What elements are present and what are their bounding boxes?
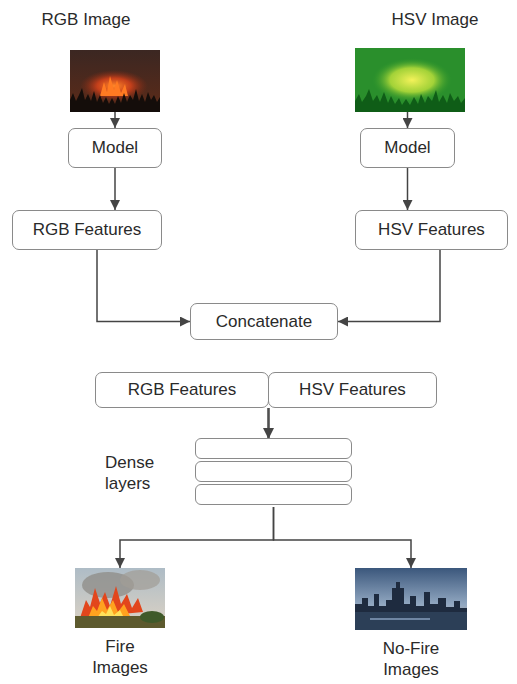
reflection bbox=[370, 618, 430, 620]
hsv-image-ground bbox=[355, 48, 465, 112]
image-caption: Fire Images bbox=[80, 636, 160, 679]
feature-box: HSV Features bbox=[268, 372, 437, 408]
flow-arrow bbox=[97, 250, 190, 322]
flow-arrow bbox=[120, 507, 274, 568]
flow-arrow bbox=[338, 250, 440, 322]
city-skyline bbox=[355, 582, 467, 612]
image-caption: RGB Image bbox=[21, 9, 151, 30]
rgb-image bbox=[70, 50, 160, 112]
city-sky bbox=[355, 568, 467, 630]
dense-layer-box bbox=[195, 484, 352, 505]
no-fire-image bbox=[355, 568, 467, 630]
box-label: Model bbox=[92, 137, 138, 158]
fire-image bbox=[75, 568, 165, 628]
flow-arrow bbox=[114, 112, 116, 128]
feature-box: RGB Features bbox=[95, 372, 269, 408]
tree-silhouettes bbox=[355, 89, 465, 112]
tree-silhouettes bbox=[70, 88, 160, 112]
feature-box: RGB Features bbox=[12, 210, 162, 250]
image-node: No-Fire Images bbox=[355, 568, 467, 630]
image-node: Fire Images bbox=[75, 568, 165, 628]
box-label: RGB Features bbox=[33, 219, 142, 240]
layer-label: Dense layers bbox=[105, 451, 175, 494]
dense-layer-box bbox=[195, 438, 352, 459]
bush bbox=[140, 611, 164, 623]
box-label: Concatenate bbox=[216, 311, 312, 332]
flames bbox=[80, 586, 143, 618]
layer-stack bbox=[195, 438, 352, 507]
image-node: RGB Image bbox=[70, 50, 160, 112]
flow-arrow bbox=[407, 168, 409, 210]
image-caption: HSV Image bbox=[370, 9, 500, 30]
box-label: HSV Features bbox=[299, 379, 406, 400]
model-box: Model bbox=[360, 128, 455, 168]
box-label: HSV Features bbox=[378, 219, 485, 240]
flow-arrow bbox=[407, 112, 409, 128]
box-label: RGB Features bbox=[128, 379, 237, 400]
process-box: Concatenate bbox=[190, 303, 338, 340]
feature-box: HSV Features bbox=[355, 210, 508, 250]
hsv-image bbox=[355, 48, 465, 112]
flow-arrow bbox=[274, 507, 412, 568]
fire-image-sky bbox=[75, 568, 165, 628]
river bbox=[355, 612, 467, 630]
flow-arrow bbox=[268, 408, 270, 438]
flow-arrow bbox=[267, 408, 269, 438]
image-node: HSV Image bbox=[355, 48, 465, 112]
box-label: Model bbox=[384, 137, 430, 158]
dense-layer-box bbox=[195, 461, 352, 482]
flow-arrow bbox=[114, 168, 116, 210]
model-box: Model bbox=[68, 128, 162, 168]
rgb-image-ground bbox=[70, 50, 160, 112]
smoke bbox=[120, 570, 160, 590]
dense-layers: Dense layers bbox=[100, 438, 352, 507]
image-caption: No-Fire Images bbox=[361, 638, 461, 681]
flames bbox=[100, 76, 128, 96]
flames bbox=[88, 598, 130, 618]
